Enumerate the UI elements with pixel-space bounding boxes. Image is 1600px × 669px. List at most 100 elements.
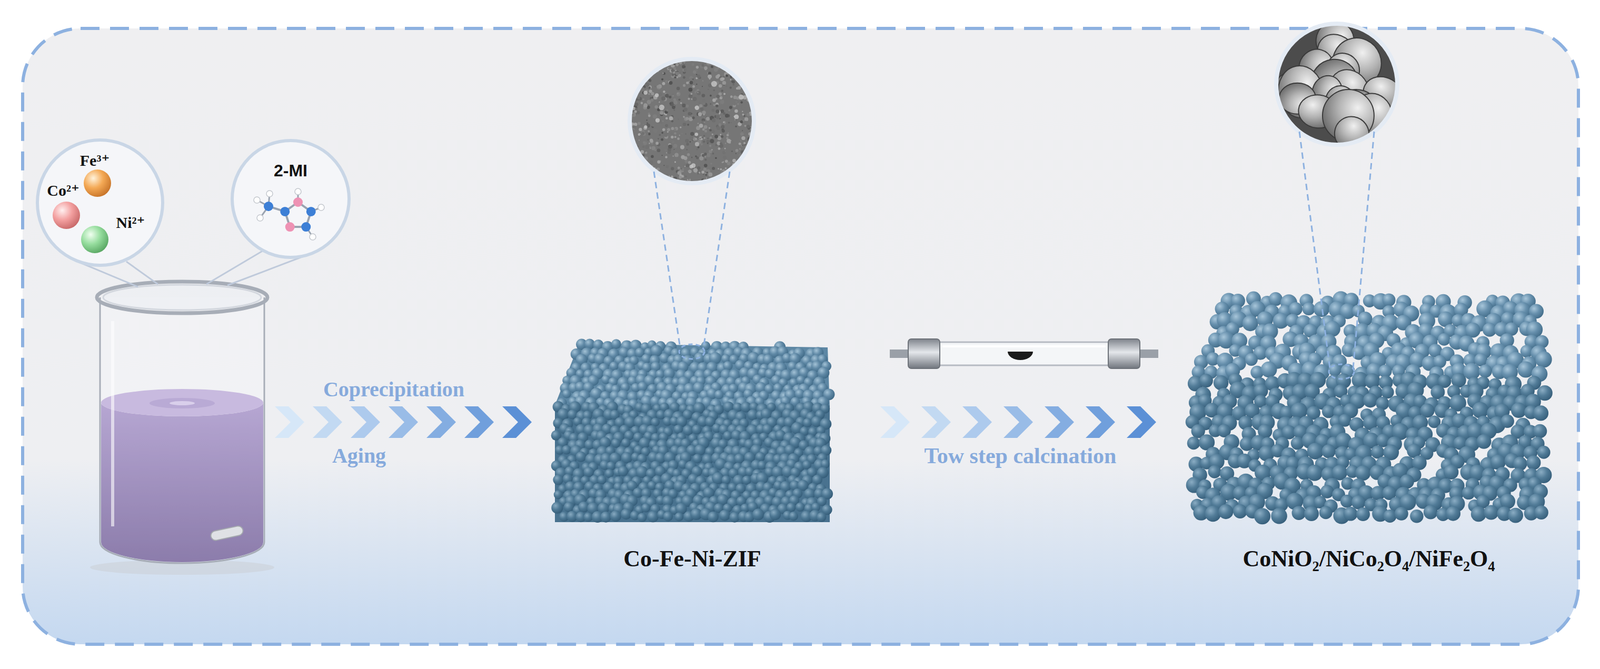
sem-grain — [739, 61, 742, 64]
zif-block: Co-Fe-Ni-ZIF — [547, 331, 838, 580]
sem-grain — [706, 140, 710, 144]
sem-grain — [689, 136, 694, 141]
sem-grain — [726, 133, 730, 137]
sem-grain — [688, 170, 692, 174]
sem-grain — [724, 142, 727, 144]
sem-grain — [684, 175, 687, 178]
sem-grain — [737, 62, 742, 66]
sem-grain — [690, 132, 694, 136]
sem-grain — [690, 93, 693, 96]
sem-grain — [720, 135, 724, 138]
sem-grain — [696, 156, 699, 159]
sem-grain — [680, 102, 682, 104]
particle — [1381, 385, 1395, 399]
sem-grain — [702, 98, 706, 103]
sem-grain — [714, 156, 718, 159]
sem-grain — [721, 129, 725, 133]
sample-boat — [1007, 351, 1033, 361]
sem-grain — [662, 145, 666, 148]
sem-grain — [702, 113, 705, 116]
sem-grain — [703, 125, 708, 129]
nitrogen-atom — [285, 222, 295, 232]
sem-grain — [681, 64, 686, 69]
sem-grain — [754, 57, 756, 59]
sem-ground — [626, 55, 759, 188]
particle — [600, 511, 612, 523]
sem-grain — [709, 138, 714, 144]
particle — [769, 509, 782, 521]
sem-grain — [688, 161, 692, 165]
sem-grain — [637, 66, 640, 69]
sem-grain — [739, 148, 741, 151]
sem-grain — [630, 150, 633, 153]
sem-grain — [658, 176, 661, 179]
sem-grain — [650, 179, 655, 184]
sem-grain — [669, 116, 674, 121]
node-shape — [1179, 284, 1559, 580]
sem-grain — [730, 140, 734, 144]
particle — [1478, 364, 1493, 378]
tube-end-cap — [908, 339, 940, 369]
sem-grain — [711, 148, 713, 151]
sem-grain — [651, 55, 655, 59]
sem-grain — [747, 165, 751, 170]
sem-grain — [627, 62, 629, 64]
sem-grain — [661, 96, 666, 101]
sem-grain — [649, 180, 653, 184]
sem-grain — [643, 90, 648, 95]
node-shape — [547, 331, 838, 580]
sem-grain — [662, 128, 665, 132]
sem-grain — [754, 58, 759, 63]
sem-grain — [739, 170, 744, 175]
sem-grain — [680, 167, 684, 172]
sem-grain — [635, 75, 640, 79]
sem-grain — [627, 96, 630, 99]
sem-grain — [656, 139, 659, 142]
particle — [694, 444, 706, 456]
sem-grain — [731, 150, 733, 153]
sem-grain — [703, 163, 708, 168]
sem-grain — [741, 144, 744, 147]
sem-grain — [630, 145, 632, 148]
sem-grain — [673, 100, 678, 105]
sem-grain — [679, 126, 682, 129]
sem-grain — [658, 179, 661, 182]
callout-leader — [206, 250, 264, 285]
particle — [1382, 293, 1396, 307]
sem-grain — [660, 61, 663, 64]
particle — [620, 508, 632, 520]
sem-grain — [748, 160, 751, 163]
sem-grain — [739, 117, 742, 121]
particle — [641, 503, 651, 513]
sem-grain — [671, 120, 674, 123]
sem-grain — [674, 152, 679, 157]
sem-grain — [654, 105, 658, 109]
sem-grain — [691, 156, 693, 159]
sem-grain — [674, 76, 677, 79]
ion-sphere — [83, 169, 112, 197]
sem-grain — [648, 142, 650, 144]
sem-grain — [680, 155, 685, 160]
sem-grain — [749, 88, 752, 92]
sem-grain — [698, 112, 703, 117]
particle — [575, 451, 586, 463]
sem-grain — [704, 172, 706, 174]
process-chevron — [880, 406, 910, 439]
sem-grain — [661, 132, 664, 135]
sem-grain — [675, 71, 680, 76]
sem-grain — [733, 114, 739, 120]
sem-grain — [632, 73, 637, 77]
sem-grain — [646, 100, 651, 105]
sem-grain — [698, 85, 702, 89]
sem-grain — [643, 171, 647, 174]
particle — [816, 512, 827, 522]
sem-grain — [661, 154, 663, 156]
sem-grain — [633, 171, 641, 178]
sem-grain — [741, 136, 745, 141]
sem-grain — [648, 78, 652, 83]
sem-grain — [725, 85, 728, 87]
sem-grain — [692, 85, 695, 88]
sem-grain — [628, 80, 632, 84]
sem-grain — [650, 98, 654, 102]
sem-grain — [680, 71, 683, 75]
